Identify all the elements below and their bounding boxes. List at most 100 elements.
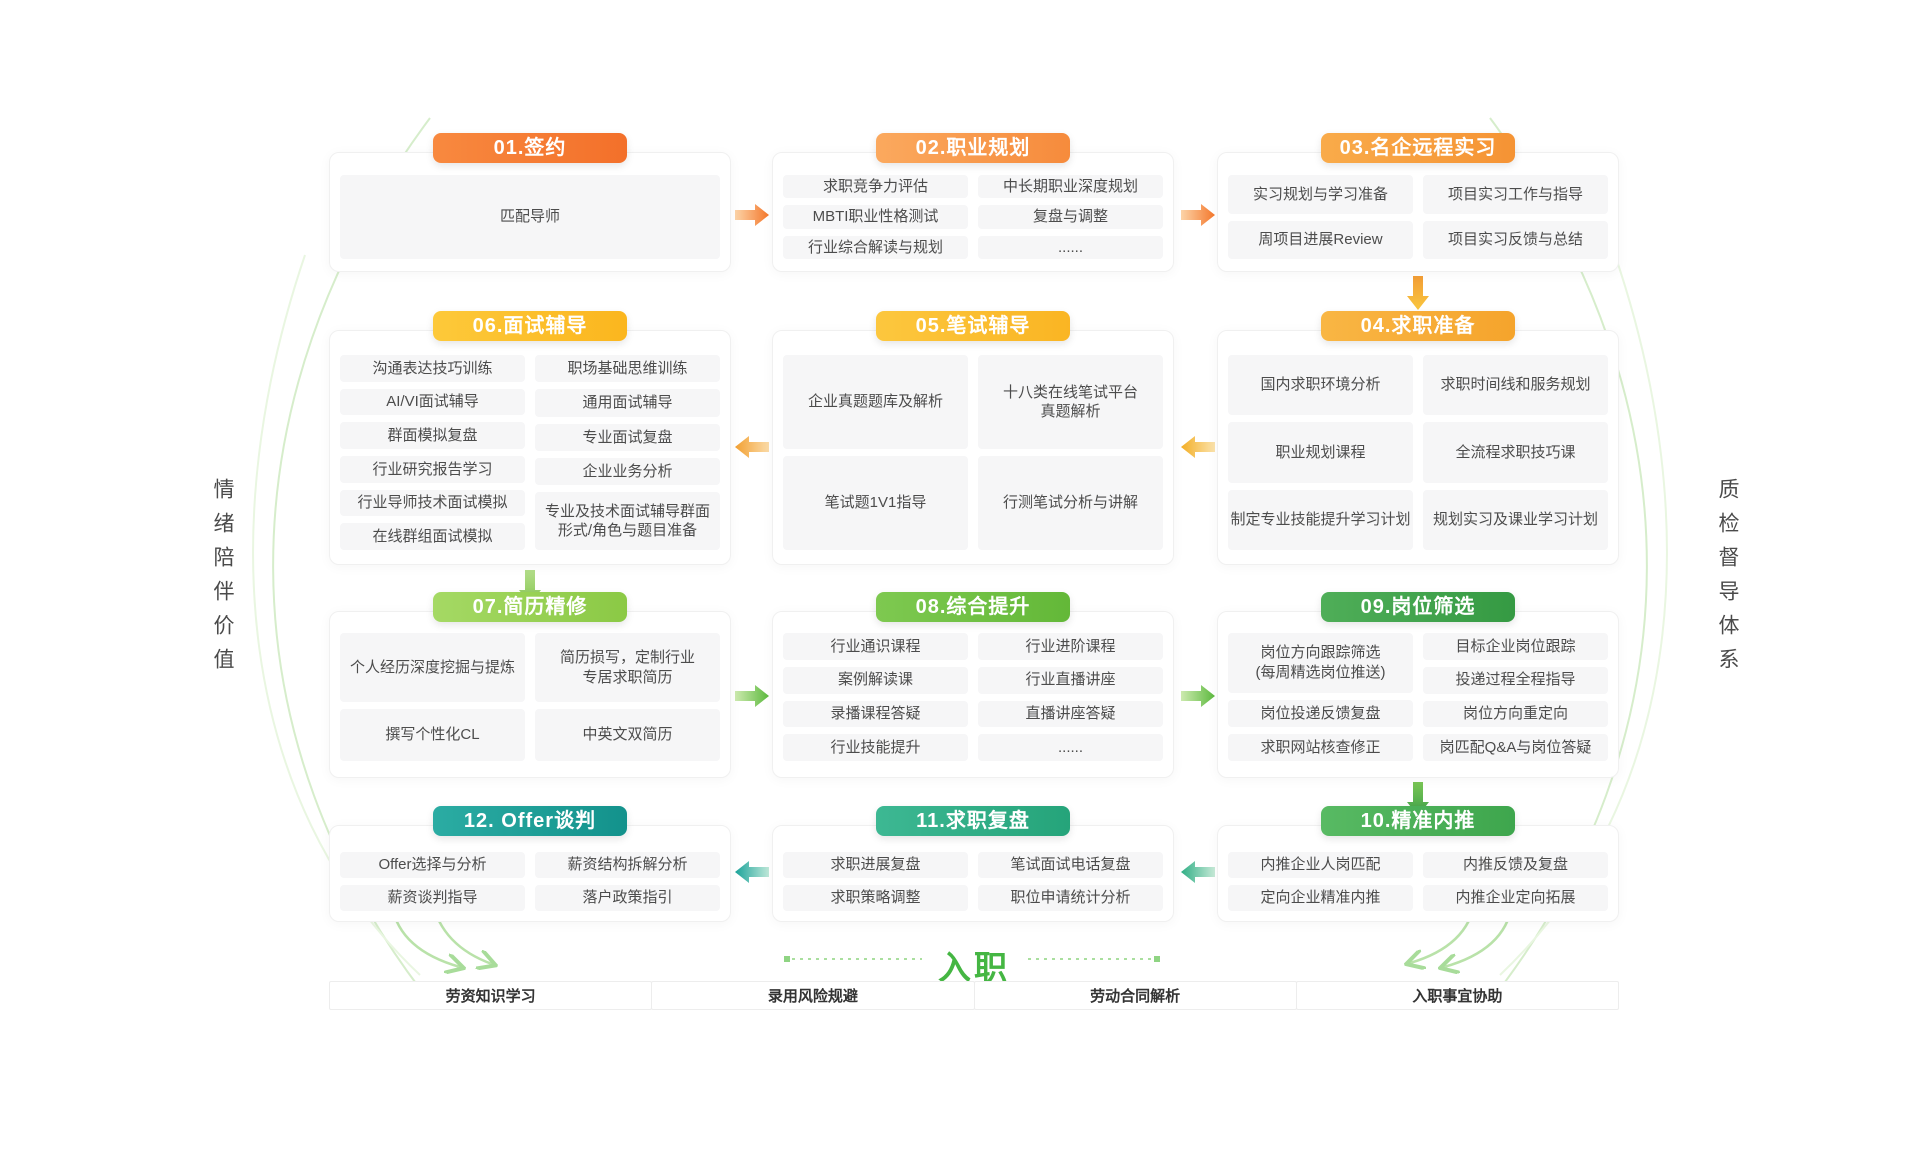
stage-item: 求职策略调整 [783,885,968,911]
stage-item: 专业面试复盘 [535,423,720,451]
stage-item: 内推反馈及复盘 [1423,852,1608,878]
dot-square [784,956,790,962]
stage-item: 岗匹配Q&A与岗位答疑 [1423,734,1608,761]
stage-item: 企业业务分析 [535,457,720,486]
stage-column: 国内求职环境分析职业规划课程制定专业技能提升学习计划 [1228,355,1413,550]
stage-card-b04: 国内求职环境分析职业规划课程制定专业技能提升学习计划求职时间线和服务规划全流程求… [1217,330,1619,565]
stage-item: 十八类在线笔试平台 真题解析 [978,355,1163,449]
stage-item: 中长期职业深度规划 [978,175,1163,199]
stage-item: Offer选择与分析 [340,852,525,878]
dot-square [1154,956,1160,962]
stage-item: 通用面试辅导 [535,389,720,417]
stage-column: 行业进阶课程行业直播讲座直播讲座答疑...... [978,633,1163,761]
stage-column: 行业通识课程案例解读课录播课程答疑行业技能提升 [783,633,968,761]
stage-card-b05: 企业真题题库及解析笔试题1V1指导十八类在线笔试平台 真题解析行测笔试分析与讲解 [772,330,1174,565]
onboarding-item: 录用风险规避 [651,981,975,1010]
stage-item: 求职时间线和服务规划 [1423,355,1608,416]
stage-card-b09: 岗位方向跟踪筛选 (每周精选岗位推送)岗位投递反馈复盘求职网站核查修正目标企业岗… [1217,611,1619,778]
stage-item: 在线群组面试模拟 [340,523,525,551]
stage-item: 行业通识课程 [783,633,968,660]
stage-item: 实习规划与学习准备 [1228,175,1413,214]
stage-item: 岗位方向跟踪筛选 (每周精选岗位推送) [1228,633,1413,693]
stage-item: 录播课程答疑 [783,700,968,728]
stage-item: 行业进阶课程 [978,633,1163,660]
stage-item: 求职网站核查修正 [1228,733,1413,761]
stage-item: 岗位方向重定向 [1423,700,1608,728]
arrow-left-icon [735,436,769,458]
stage-item: 投递过程全程指导 [1423,666,1608,694]
stage-item: 企业真题题库及解析 [783,355,968,449]
stage-item: 规划实习及课业学习计划 [1423,489,1608,550]
stage-item: 行测笔试分析与讲解 [978,456,1163,550]
stage-title-b11: 11.求职复盘 [876,806,1070,836]
stage-column: 薪资结构拆解分析落户政策指引 [535,852,720,911]
left-side-label: 情绪陪伴价值 [211,478,234,682]
stage-item: 专业及技术面试辅导群面 形式/角色与题目准备 [535,492,720,551]
arrow-left-icon [1181,861,1215,883]
onboarding-title: 入职 [938,949,1010,986]
stage-title-b04: 04.求职准备 [1321,311,1515,341]
stage-card-b01: 匹配导师 [329,152,731,272]
stage-item: 行业导师技术面试模拟 [340,489,525,517]
stage-column: 十八类在线笔试平台 真题解析行测笔试分析与讲解 [978,355,1163,550]
stage-column: 职场基础思维训练通用面试辅导专业面试复盘企业业务分析专业及技术面试辅导群面 形式… [535,355,720,551]
stage-card-b12: Offer选择与分析薪资谈判指导薪资结构拆解分析落户政策指引 [329,825,731,922]
stage-item: 落户政策指引 [535,885,720,911]
stage-item: 直播讲座答疑 [978,700,1163,728]
stage-item: 笔试面试电话复盘 [978,852,1163,878]
stage-item: 国内求职环境分析 [1228,355,1413,416]
stage-column: 中长期职业深度规划复盘与调整...... [978,175,1163,259]
stage-column: 项目实习工作与指导项目实习反馈与总结 [1423,175,1608,259]
stage-item: 职场基础思维训练 [535,355,720,383]
stage-item: 行业直播讲座 [978,666,1163,694]
stage-title-b01: 01.签约 [433,133,627,163]
stage-item: 项目实习工作与指导 [1423,175,1608,214]
stage-column: 简历损写，定制行业 专居求职简历中英文双简历 [535,633,720,761]
stage-item: 内推企业人岗匹配 [1228,852,1413,878]
stage-item: 复盘与调整 [978,205,1163,229]
stage-item: 内推企业定向拓展 [1423,885,1608,911]
stage-title-b02: 02.职业规划 [876,133,1070,163]
stage-item: 匹配导师 [340,175,720,259]
stage-card-b08: 行业通识课程案例解读课录播课程答疑行业技能提升行业进阶课程行业直播讲座直播讲座答… [772,611,1174,778]
stage-column: 笔试面试电话复盘职位申请统计分析 [978,852,1163,911]
stage-column: 目标企业岗位跟踪投递过程全程指导岗位方向重定向岗匹配Q&A与岗位答疑 [1423,633,1608,761]
stage-item: 笔试题1V1指导 [783,456,968,550]
arrow-right-icon [735,204,769,226]
stage-item: MBTI职业性格测试 [783,205,968,229]
stage-item: 案例解读课 [783,666,968,694]
stage-title-b08: 08.综合提升 [876,592,1070,622]
arrow-right-icon [735,685,769,707]
stage-item: 沟通表达技巧训练 [340,355,525,382]
stage-item: 行业技能提升 [783,734,968,761]
stage-item: 职业规划课程 [1228,422,1413,483]
onboarding-strip: 劳资知识学习 录用风险规避 劳动合同解析 入职事宜协助 [329,981,1619,1010]
stage-item: 定向企业精准内推 [1228,885,1413,911]
stage-item: 撰写个性化CL [340,709,525,761]
stage-column: 求职时间线和服务规划全流程求职技巧课规划实习及课业学习计划 [1423,355,1608,550]
arrow-right-icon [1181,685,1215,707]
stage-title-b03: 03.名企远程实习 [1321,133,1515,163]
stage-item: 全流程求职技巧课 [1423,422,1608,483]
arrow-right-icon [1181,204,1215,226]
stage-title-b10: 10.精准内推 [1321,806,1515,836]
stage-title-b09: 09.岗位筛选 [1321,592,1515,622]
stage-item: 薪资结构拆解分析 [535,852,720,878]
stage-item: ...... [978,235,1163,259]
stage-title-b12: 12. Offer谈判 [433,806,627,836]
arrow-left-icon [735,861,769,883]
stage-column: Offer选择与分析薪资谈判指导 [340,852,525,911]
arrow-left-icon [1181,436,1215,458]
stage-card-b11: 求职进展复盘求职策略调整笔试面试电话复盘职位申请统计分析 [772,825,1174,922]
stage-item: 求职竞争力评估 [783,175,968,199]
stage-item: 中英文双简历 [535,709,720,761]
stage-card-b10: 内推企业人岗匹配定向企业精准内推内推反馈及复盘内推企业定向拓展 [1217,825,1619,922]
stage-item: 行业研究报告学习 [340,456,525,483]
stage-title-b06: 06.面试辅导 [433,311,627,341]
stage-item: 职位申请统计分析 [978,885,1163,911]
